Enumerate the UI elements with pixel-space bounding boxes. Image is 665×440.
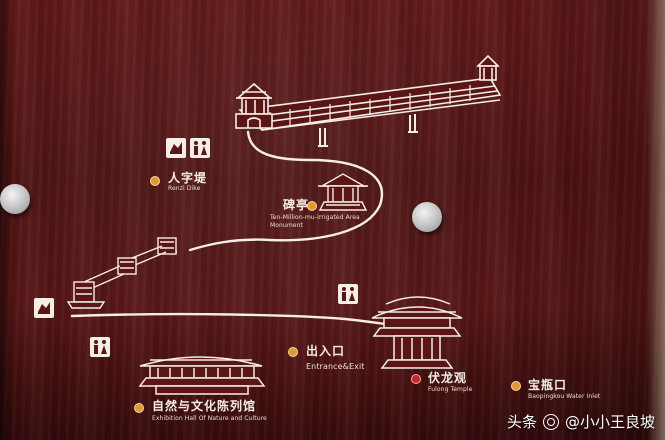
route-path-lower bbox=[70, 312, 394, 327]
temple-icon bbox=[371, 296, 463, 369]
label-baopingkou-en: Baopingkou Water Inlet bbox=[528, 393, 601, 400]
watermark: 头条 @小小王良坡 bbox=[507, 411, 655, 432]
label-entrance-en: Entrance&Exit bbox=[306, 362, 365, 371]
poi-marker-renzi-dike bbox=[150, 176, 160, 186]
label-exhibition-hall-en: Exhibition Hall Of Nature and Culture bbox=[152, 415, 267, 422]
board-edge-highlight bbox=[647, 0, 665, 440]
toilet-icon bbox=[90, 337, 110, 357]
watermark-account: @小小王良坡 bbox=[564, 413, 655, 431]
label-renzi-dike-zh: 人字堤 bbox=[168, 171, 208, 185]
watermark-logo-icon bbox=[542, 413, 559, 430]
label-entrance-zh: 出入口 bbox=[306, 344, 346, 358]
label-baopingkou-zh: 宝瓶口 bbox=[528, 378, 568, 392]
poi-marker-exhibition-hall bbox=[134, 403, 144, 413]
board-edge-shadow bbox=[0, 0, 14, 440]
label-exhibition-hall-zh: 自然与文化陈列馆 bbox=[152, 399, 257, 413]
toilet-icon bbox=[190, 138, 210, 158]
bridge-icon bbox=[66, 237, 177, 309]
rest-area-icon bbox=[166, 138, 186, 158]
poi-marker-pavilion bbox=[307, 201, 317, 211]
poi-marker-fulong-temple bbox=[411, 374, 421, 384]
label-fulong-temple-en: Fulong Temple bbox=[428, 386, 473, 393]
watermark-brand: 头条 bbox=[506, 413, 537, 431]
label-renzi-dike-en: Renzi Dike bbox=[168, 185, 201, 192]
label-pavilion-en-1: Ten-Million-mu-Irrigated Area bbox=[270, 214, 360, 221]
toilet-icon bbox=[338, 284, 358, 304]
pavilion-icon bbox=[318, 173, 368, 211]
poi-marker-baopingkou bbox=[511, 381, 521, 391]
label-fulong-temple-zh: 伏龙观 bbox=[428, 371, 468, 385]
hall-icon bbox=[138, 356, 266, 395]
screw-icon bbox=[412, 202, 442, 232]
screw-icon bbox=[0, 184, 30, 214]
label-pavilion-en-2: Monument bbox=[270, 222, 303, 229]
route-path-dike-to-pavilion bbox=[188, 130, 383, 252]
poi-marker-entrance bbox=[288, 347, 298, 357]
label-pavilion-zh: 碑亭 bbox=[283, 198, 310, 212]
bridge-icon bbox=[235, 54, 502, 147]
rest-area-icon bbox=[34, 298, 54, 318]
